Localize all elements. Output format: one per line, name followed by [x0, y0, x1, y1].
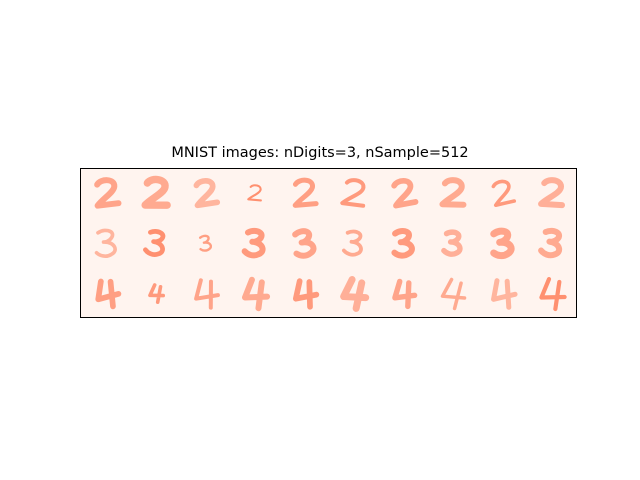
digit-4-image	[194, 278, 220, 310]
digit-2-image	[340, 178, 366, 208]
digit-2-image	[439, 177, 467, 208]
digit-4-image	[242, 276, 271, 312]
digit-3-image	[490, 227, 515, 260]
digit-2-image	[247, 184, 262, 202]
digit-3-image	[441, 229, 463, 257]
digit-4-image	[392, 278, 418, 310]
digit-4-image	[95, 278, 122, 310]
digit-4-image	[491, 278, 518, 310]
digit-4-image	[539, 276, 567, 312]
digit-2-image	[141, 175, 171, 209]
digit-2-image	[193, 177, 221, 209]
digit-2-image	[292, 177, 319, 208]
digit-2-image	[391, 177, 419, 209]
digit-grid	[94, 175, 567, 312]
image-panel	[80, 168, 577, 318]
digit-3-image	[538, 227, 563, 259]
digit-2-image	[94, 177, 122, 209]
digit-3-image	[292, 228, 317, 259]
digit-3-image	[143, 229, 166, 257]
digit-2-image	[491, 179, 517, 207]
digit-3-image	[342, 229, 363, 257]
digit-4-image	[148, 283, 166, 305]
figure-title: MNIST images: nDigits=3, nSample=512	[171, 145, 469, 161]
digit-2-image	[538, 177, 566, 209]
digit-3-image	[198, 234, 213, 252]
digit-3-image	[94, 228, 117, 258]
digit-4-image	[440, 277, 467, 311]
digit-3-image	[241, 227, 266, 259]
digit-4-image	[292, 278, 320, 310]
digit-3-image	[391, 228, 415, 259]
digit-4-image	[340, 276, 370, 312]
